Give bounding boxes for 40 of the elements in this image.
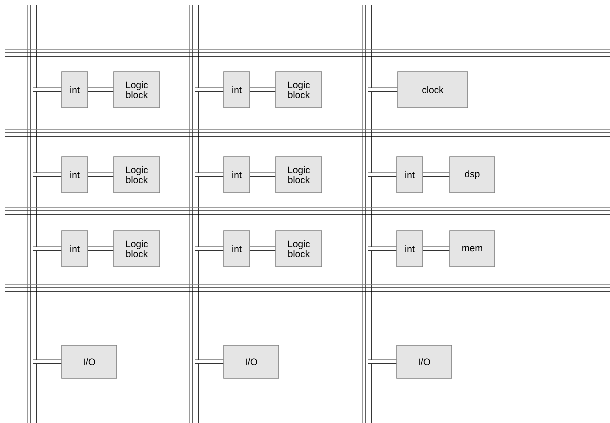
block-box: int (396, 230, 424, 268)
block-box: mem (450, 230, 496, 268)
block-box: Logic block (114, 156, 160, 194)
connection (250, 246, 276, 252)
connection (368, 88, 398, 92)
connection (368, 360, 397, 364)
block-box: int (224, 72, 250, 108)
connection (195, 88, 224, 92)
connection (368, 246, 397, 252)
block-box: int (62, 230, 88, 268)
block-box: I/O (62, 345, 118, 379)
connection (33, 88, 62, 92)
connection (250, 172, 276, 178)
block-box: Logic block (276, 230, 322, 268)
block-box: dsp (450, 156, 496, 194)
connection (250, 88, 276, 92)
block-box: Logic block (114, 72, 160, 108)
block-box: Logic block (114, 230, 160, 268)
connection (195, 246, 224, 252)
block-box: int (62, 72, 88, 108)
connection (33, 360, 62, 364)
connection (423, 172, 450, 178)
block-box: int (224, 230, 250, 268)
connection (195, 360, 224, 364)
connection (88, 172, 114, 178)
block-box: clock (398, 72, 468, 108)
connection (195, 172, 224, 178)
block-box: int (62, 156, 88, 194)
connection (423, 246, 450, 252)
connection (88, 246, 114, 252)
connection (88, 88, 114, 92)
block-box: int (224, 156, 250, 194)
connection (33, 246, 62, 252)
block-box: Logic block (276, 72, 322, 108)
block-box: Logic block (276, 156, 322, 194)
block-box: I/O (396, 345, 452, 379)
block-box: int (396, 156, 424, 194)
block-box: I/O (224, 345, 280, 379)
connection (368, 172, 397, 178)
connection (33, 172, 62, 178)
